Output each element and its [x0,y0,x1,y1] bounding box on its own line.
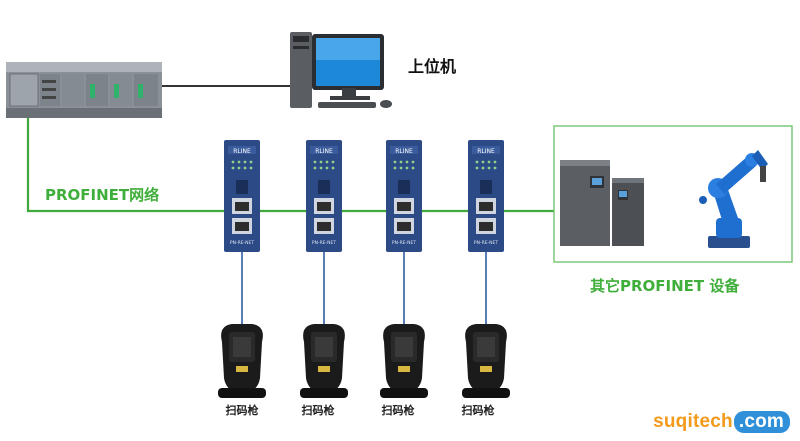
gateway-brand: RLINE [233,148,251,155]
gateway-icon: RLINE PN-RE-NET [386,140,422,252]
other-devices-frame [553,125,793,263]
gateway-icon: RLINE PN-RE-NET [224,140,260,252]
gateway-brand: RLINE [395,148,413,155]
barcode-scanner-icon [462,324,510,398]
plc-icon [6,62,162,118]
cabinet-icon [560,160,644,246]
profinet-network-lines [26,118,554,213]
barcode-scanner-icon [300,324,348,398]
computer-icon [290,32,392,108]
gateway-icon: RLINE PN-RE-NET [468,140,504,252]
watermark-site: suqitech [653,411,733,432]
gateway-brand: RLINE [477,148,495,155]
gateway-brand: RLINE [315,148,333,155]
barcode-scanner-icon [380,324,428,398]
profinet-network-label: PROFINET网络 [45,186,159,204]
scanner-label: 扫码枪 [226,403,259,417]
scanner-label: 扫码枪 [302,403,335,417]
robot-arm-icon [699,150,768,248]
gateway-icon: RLINE PN-RE-NET [306,140,342,252]
other-devices-label: 其它PROFINET 设备 [590,277,740,295]
watermark-domain: .com [733,411,790,433]
scanner-label: 扫码枪 [462,403,495,417]
scanner-label: 扫码枪 [382,403,415,417]
host-pc-label: 上位机 [408,57,456,76]
gateway-model: PN-RE-NET [230,240,255,246]
gateway-model: PN-RE-NET [392,240,417,246]
scanner-links [241,252,487,326]
gateway-model: PN-RE-NET [312,240,337,246]
watermark: suqitech.com [653,411,790,433]
gateway-model: PN-RE-NET [474,240,499,246]
barcode-scanner-icon [218,324,266,398]
